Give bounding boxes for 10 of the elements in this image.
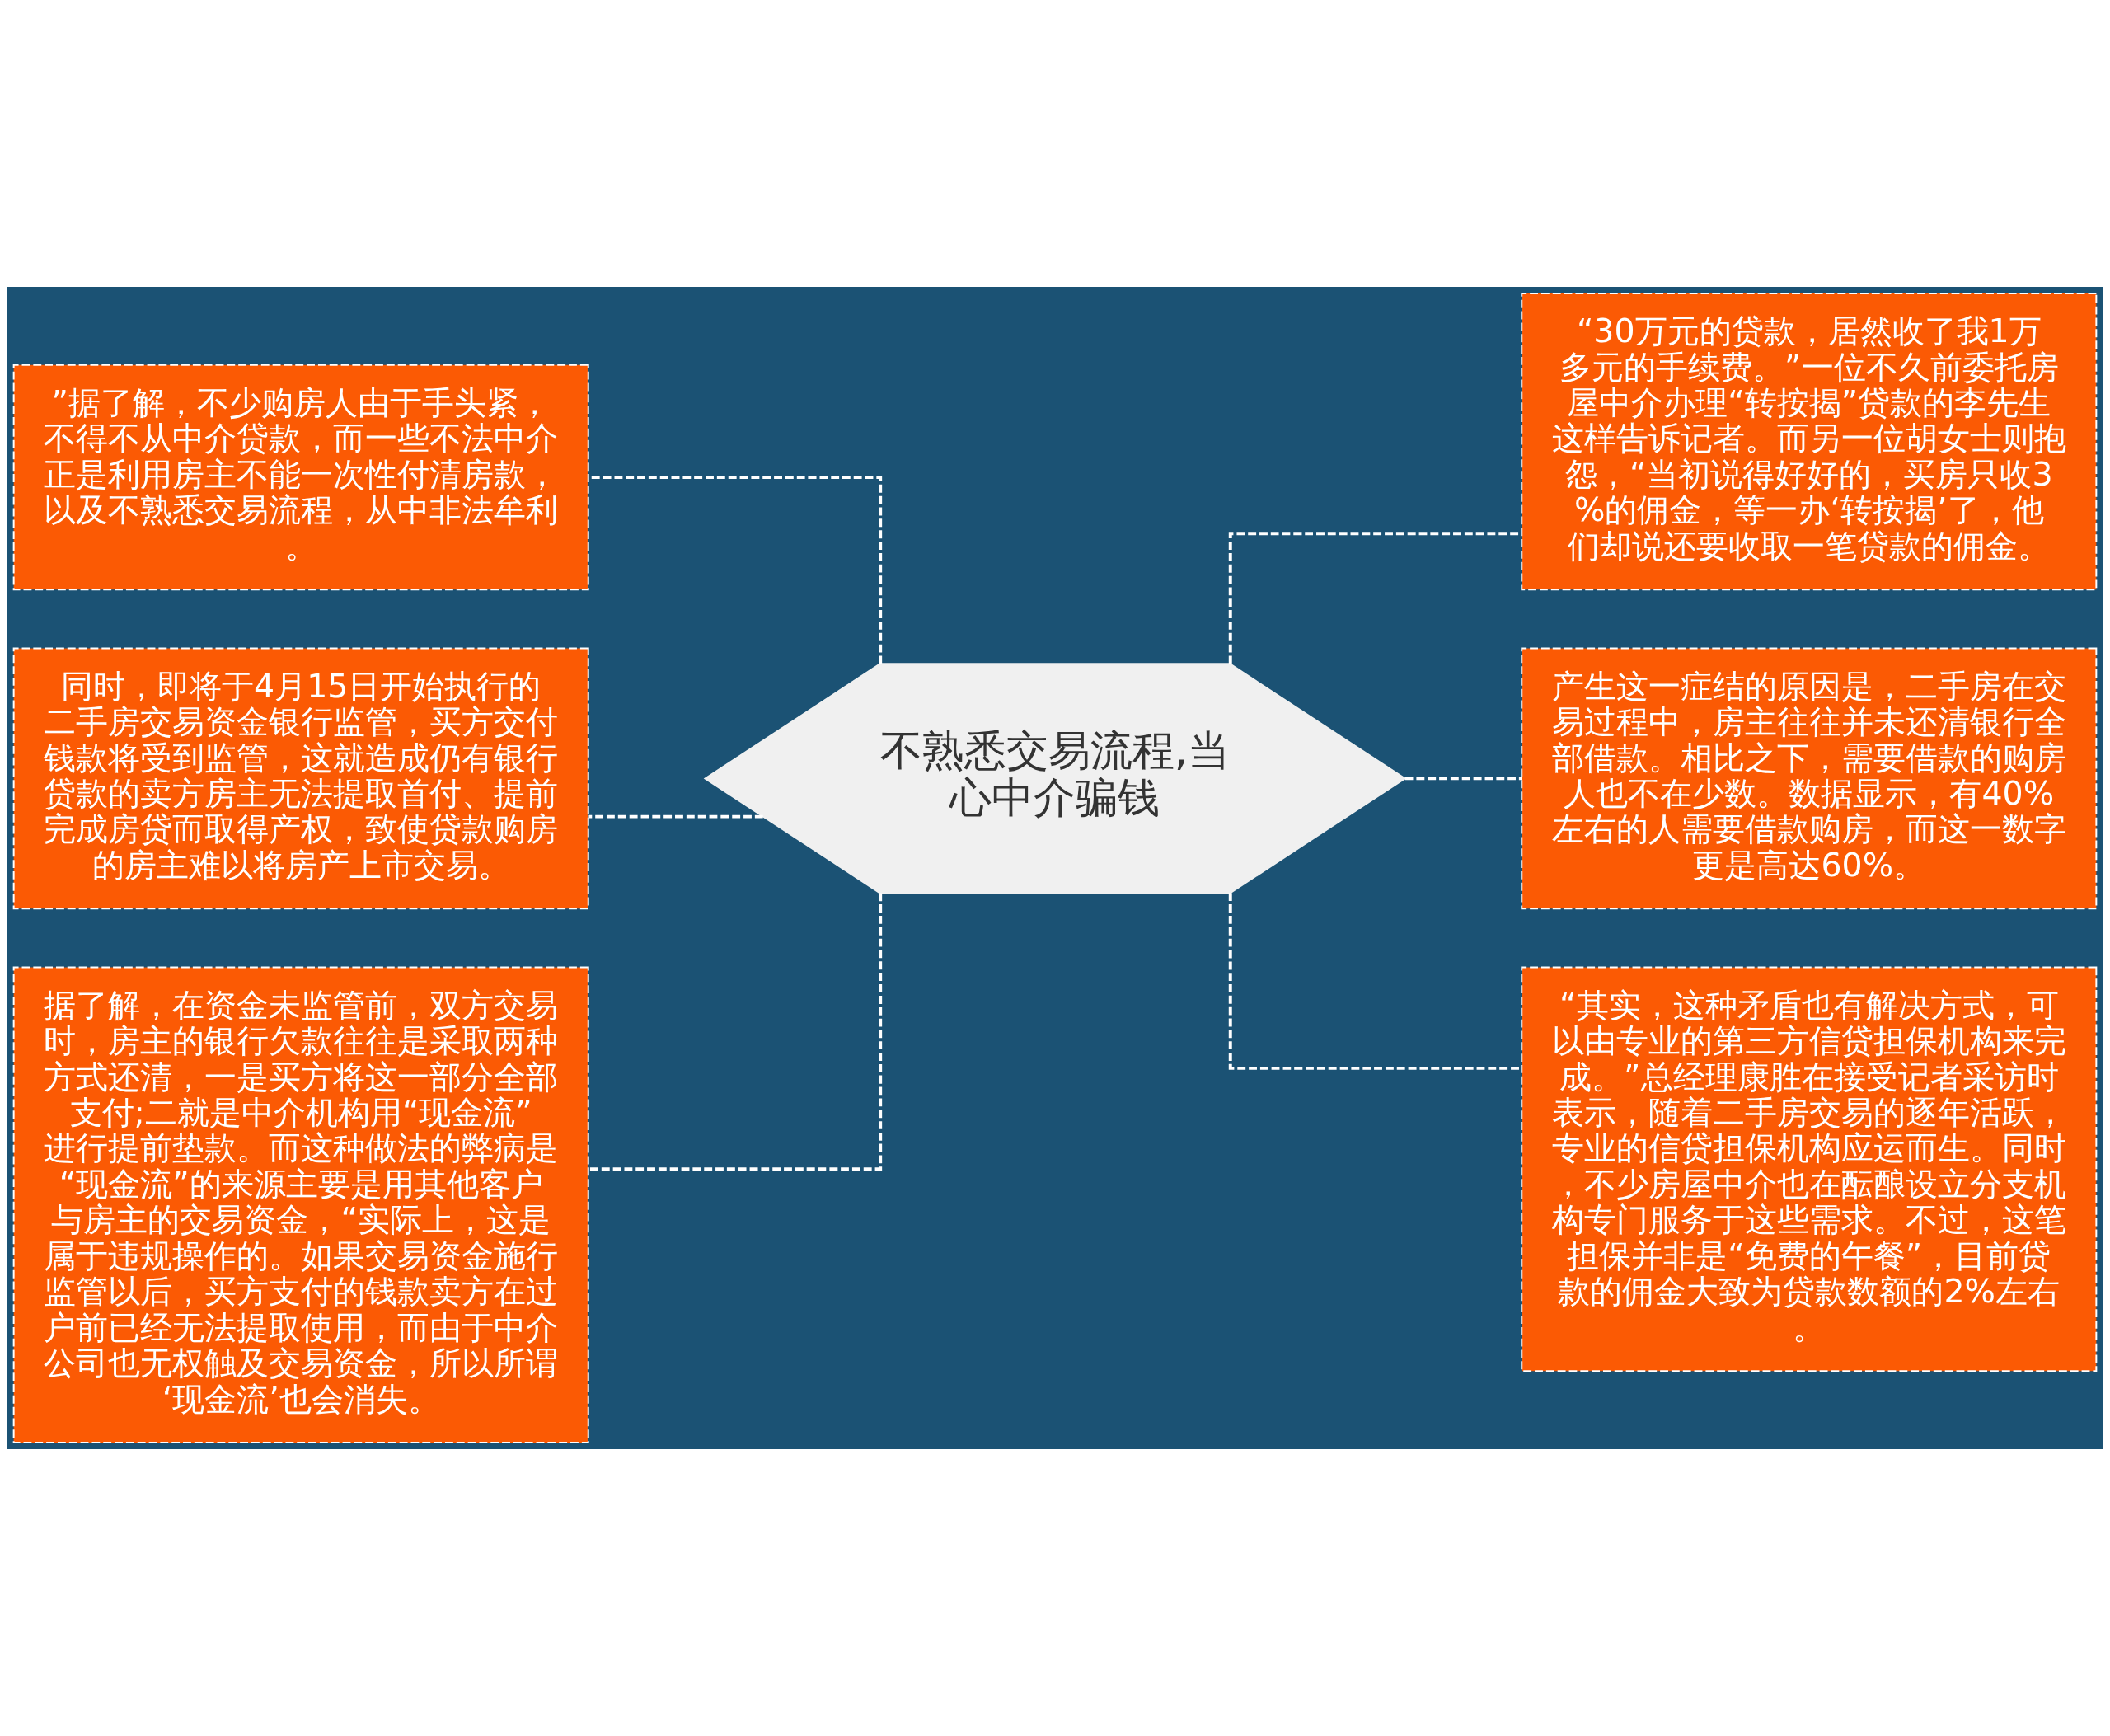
node-box: “30万元的贷款，居然收了我1万多元的手续费。”一位不久前委托房屋中介办理“转按揭”贷款的李先生这样告诉记者。而另一位胡女士则抱怨，“当初说得好好的，买房只收3%的佣金，等一办‘转按揭’了，他们却说还要收取一笔贷款的佣金。 <box>1521 292 2098 591</box>
node-box: 产生这一症结的原因是，二手房在交易过程中，房主往往并未还清银行全部借款。相比之下，需要借款的购房人也不在少数。数据显示，有40%左右的人需要借款购房，而这一数字更是高达60%。 <box>1521 647 2098 910</box>
node-box: 据了解，在资金未监管前，双方交易时，房主的银行欠款往往是采取两种方式还清，一是买方将这一部分全部支付;二就是中介机构用“现金流”进行提前垫款。而这种做法的弊病是“现金流”的来源主要是用其他客户与房主的交易资金，“实际上，这是属于违规操作的。如果交易资金施行监管以后，买方支付的钱款卖方在过户前已经无法提取使用，而由于中介公司也无权触及交易资金，所以所谓‘现金流’也会消失。 <box>12 966 589 1444</box>
node-box: 同时，即将于4月15日开始执行的二手房交易资金银行监管，买方交付钱款将受到监管，这就造成仍有银行贷款的卖方房主无法提取首付、提前完成房贷而取得产权，致使贷款购房的房主难以将房产上市交易。 <box>12 647 589 910</box>
node-box: ”据了解，不少购房人由于手头紧，不得不从中介贷款，而一些不法中介正是利用房主不能一次性付清房款，以及不熟悉交易流程，从中非法牟利。 <box>12 364 589 591</box>
connector <box>588 893 883 1171</box>
connector <box>1228 893 1522 1070</box>
node-box: “其实，这种矛盾也有解决方式，可以由专业的第三方信贷担保机构来完成。”总经理康胜在接受记者采访时表示，随着二手房交易的逐年活跃，专业的信贷担保机构应运而生。同时，不少房屋中介也在酝酿设立分支机构专门服务于这些需求。不过，这笔担保并非是“免费的午餐”，目前贷款的佣金大致为贷款数额的2%左右。 <box>1521 966 2098 1372</box>
connector <box>588 814 763 819</box>
connector <box>1404 777 1522 781</box>
